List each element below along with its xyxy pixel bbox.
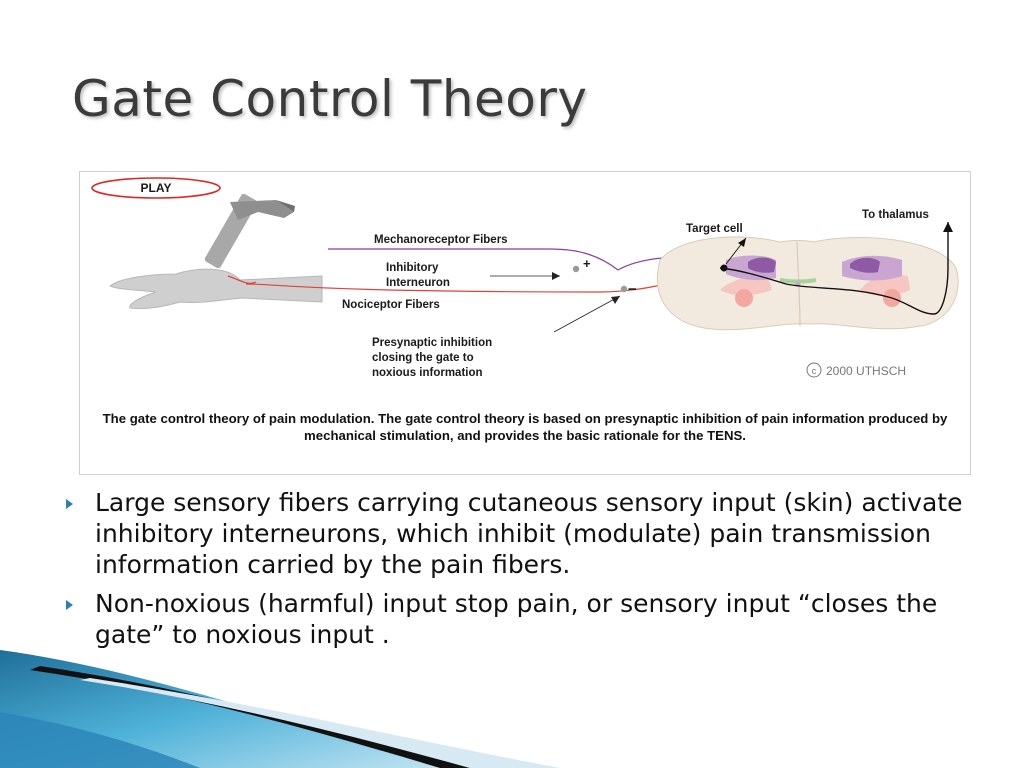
corner-wave-decoration: [0, 620, 1024, 768]
target-cell-dot: [721, 265, 728, 272]
svg-text:c: c: [812, 366, 817, 376]
interneuron-label-line1: Inhibitory: [386, 262, 439, 274]
bullet-item: Large sensory fibers carrying cutaneous …: [66, 487, 966, 580]
interneuron-synapse-minus: [621, 286, 627, 292]
mechanoreceptor-label: Mechanoreceptor Fibers: [374, 234, 508, 246]
thalamus-arrowhead: [943, 222, 953, 232]
presynaptic-label-line2: closing the gate to: [372, 352, 474, 364]
spinal-cord-cross-section: [657, 237, 958, 330]
plus-sign: +: [583, 256, 591, 271]
gate-control-figure: PLAY Mechanoreceptor Fibers Inhibitory I…: [79, 171, 971, 475]
nociceptor-label: Nociceptor Fibers: [342, 299, 440, 311]
copyright-icon: c: [807, 363, 821, 377]
triangle-bullet-icon: [66, 499, 73, 509]
to-thalamus-label: To thalamus: [862, 209, 929, 221]
presynaptic-label-line1: Presynaptic inhibition: [372, 337, 492, 349]
arm-icon: [110, 269, 322, 308]
target-cell-label: Target cell: [686, 223, 743, 235]
copyright-text: 2000 UTHSCH: [826, 364, 906, 378]
presynaptic-label-line3: noxious information: [372, 367, 483, 379]
figure-caption: The gate control theory of pain modulati…: [90, 410, 960, 444]
play-button[interactable]: PLAY: [92, 178, 220, 198]
presynaptic-arrow: [554, 296, 620, 332]
interneuron-synapse-plus: [573, 266, 579, 272]
minus-sign: −: [628, 281, 637, 298]
hammer-icon: [204, 193, 295, 270]
play-label: PLAY: [141, 181, 172, 195]
interneuron-label-line2: Interneuron: [386, 277, 450, 289]
triangle-bullet-icon: [66, 600, 73, 610]
slide-title: Gate Control Theory: [72, 70, 588, 128]
bullet-text: Large sensory fibers carrying cutaneous …: [95, 488, 962, 579]
